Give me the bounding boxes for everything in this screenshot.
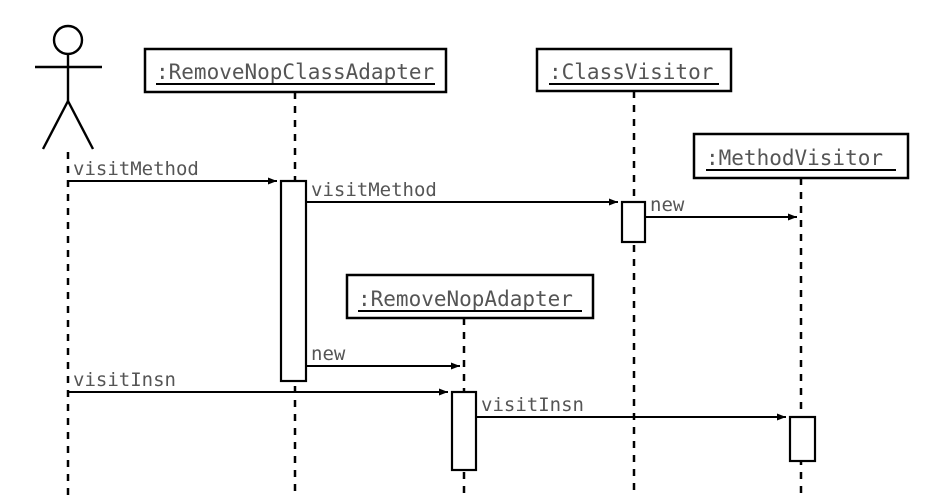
participant-methodVisitor[interactable]: :MethodVisitor <box>692 132 910 496</box>
message-visitInsn-actor-to-removenopadapter[interactable]: visitInsn <box>68 369 448 396</box>
message-visitMethod-adapter-to-classvisitor[interactable]: visitMethod <box>306 179 618 206</box>
message-label: new <box>650 194 685 216</box>
participant-removeNopAdapter[interactable]: :RemoveNopAdapter <box>345 273 595 496</box>
message-label: visitMethod <box>73 158 199 180</box>
participant-removeNopClassAdapter[interactable]: :RemoveNopClassAdapter <box>143 47 448 496</box>
message-label: visitMethod <box>311 179 437 201</box>
activation-bar-removeNopAdapter <box>450 390 478 472</box>
message-new-adapter-to-removenopadapter[interactable]: new <box>306 343 460 370</box>
participant-label: :RemoveNopClassAdapter <box>156 60 434 84</box>
activation-bar-methodVisitor <box>788 415 817 463</box>
participant-classVisitor[interactable]: :ClassVisitor <box>535 47 733 496</box>
message-visitInsn-removenopadapter-to-methodvisitor[interactable]: visitInsn <box>476 394 786 421</box>
message-label: visitInsn <box>73 369 176 391</box>
activation-bar-classVisitor <box>620 200 647 244</box>
actor-leg-right <box>66 100 95 150</box>
message-label: new <box>311 343 346 365</box>
message-visitMethod-actor-to-adapter[interactable]: visitMethod <box>68 158 277 185</box>
actor-stick-figure[interactable] <box>35 24 102 496</box>
participant-label: :ClassVisitor <box>549 60 713 84</box>
message-new-classvisitor-to-methodvisitor[interactable]: new <box>645 194 797 221</box>
participant-label: :RemoveNopAdapter <box>358 287 573 311</box>
actor-leg-left <box>41 100 70 150</box>
activation-bar-removeNopClassAdapter <box>279 179 308 383</box>
actor-head-icon <box>52 24 84 56</box>
message-label: visitInsn <box>481 394 584 416</box>
participant-label: :MethodVisitor <box>706 146 883 170</box>
